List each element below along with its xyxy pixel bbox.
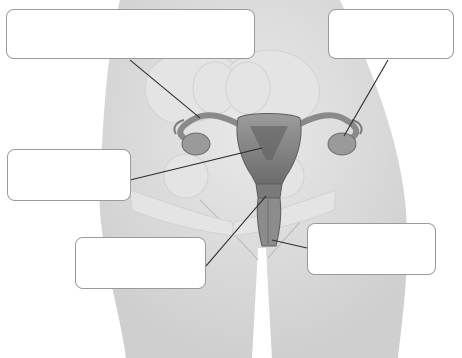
cervix [256,184,282,198]
label-box-bottom-left[interactable] [75,237,206,289]
vagina [257,198,281,246]
ovary-left [182,133,210,155]
ovary-right [328,133,356,155]
label-box-top-left[interactable] [6,9,255,59]
label-box-bottom-right[interactable] [307,223,436,275]
label-box-middle-left[interactable] [7,149,131,201]
label-box-top-right[interactable] [328,9,454,59]
